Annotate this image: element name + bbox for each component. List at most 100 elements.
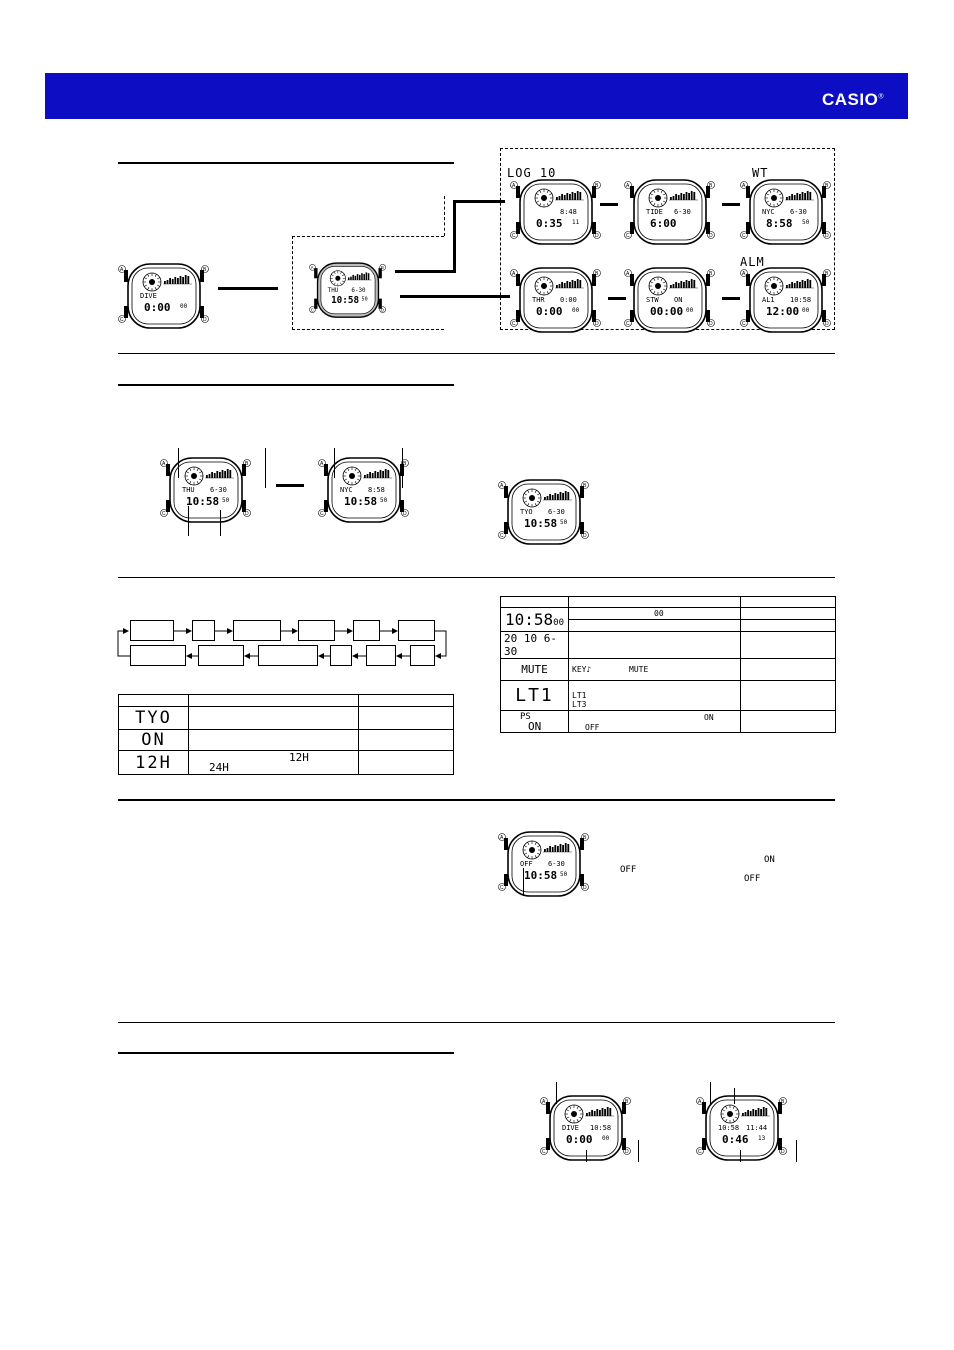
note-lt1: LT1 (572, 690, 587, 700)
leader-line (523, 868, 524, 896)
log-label: LOG 10 (507, 166, 557, 180)
note-seconds: 00 (568, 607, 741, 620)
svg-text:D: D (595, 321, 599, 327)
svg-text:A: A (120, 267, 124, 273)
power-saving-value: ON (528, 719, 542, 733)
svg-text:D: D (583, 885, 587, 891)
connector (453, 200, 505, 203)
svg-text:6-30: 6-30 (790, 208, 807, 216)
power-saving-label: PS (520, 711, 531, 722)
svg-text:A: A (162, 461, 166, 467)
svg-text:B: B (595, 183, 599, 189)
svg-text:A: A (500, 483, 504, 489)
svg-text:B: B (595, 271, 599, 277)
svg-text:C: C (500, 533, 504, 539)
svg-text:AL1: AL1 (762, 296, 775, 304)
section-rule (118, 384, 454, 386)
connector (722, 203, 740, 206)
svg-text:B: B (709, 271, 713, 277)
note-lt3: LT3 (572, 699, 587, 709)
flow-box (366, 645, 396, 666)
header-bar: CASIO® (45, 73, 908, 119)
table-row: MUTE (500, 658, 569, 681)
svg-text:D: D (825, 321, 829, 327)
svg-text:C: C (512, 233, 516, 239)
table-row: LT1 (500, 680, 569, 711)
svg-text:50: 50 (802, 219, 810, 226)
svg-text:A: A (512, 183, 516, 189)
leader-line (220, 510, 221, 536)
svg-text:A: A (542, 1099, 546, 1105)
svg-text:C: C (320, 511, 324, 517)
svg-text:D: D (709, 321, 713, 327)
connector (276, 484, 304, 487)
svg-text:B: B (825, 183, 829, 189)
svg-text:A: A (742, 183, 746, 189)
svg-text:D: D (583, 533, 587, 539)
flow-box (258, 645, 318, 666)
table-row: 12H (118, 750, 189, 775)
svg-text:THU: THU (328, 288, 339, 294)
leader-line (734, 1088, 735, 1104)
svg-text:6-30: 6-30 (548, 860, 565, 868)
svg-text:THU: THU (182, 486, 195, 494)
svg-text:6-30: 6-30 (548, 508, 565, 516)
svg-text:C: C (626, 321, 630, 327)
connector (218, 287, 278, 290)
table-row: ON (118, 729, 189, 751)
svg-text:D: D (625, 1149, 629, 1155)
connector (400, 295, 510, 298)
note-mute: MUTE (629, 665, 649, 674)
svg-text:10:58: 10:58 (331, 295, 359, 306)
connector (395, 270, 455, 273)
svg-text:11: 11 (572, 219, 580, 226)
svg-text:ON: ON (674, 296, 682, 304)
connector (453, 200, 456, 273)
svg-text:8:48: 8:48 (560, 208, 577, 216)
leader-line (556, 1082, 557, 1104)
svg-text:A: A (698, 1099, 702, 1105)
svg-text:C: C (500, 885, 504, 891)
svg-text:10:58: 10:58 (186, 495, 219, 508)
svg-text:50: 50 (380, 497, 388, 504)
svg-text:50: 50 (560, 519, 568, 526)
flow-box (192, 620, 215, 641)
svg-text:A: A (626, 183, 630, 189)
table-row: 10:5800 (500, 607, 569, 632)
section-rule (118, 1052, 454, 1054)
svg-text:TIDE: TIDE (646, 208, 663, 216)
svg-text:50: 50 (560, 871, 568, 878)
note-on: ON (704, 713, 714, 722)
svg-text:8:58: 8:58 (766, 217, 793, 230)
svg-text:6:00: 6:00 (650, 217, 677, 230)
leader-line (178, 448, 179, 478)
svg-text:0:00: 0:00 (536, 305, 563, 318)
svg-text:A: A (626, 271, 630, 277)
svg-text:10:58: 10:58 (524, 869, 557, 882)
svg-text:6-30: 6-30 (674, 208, 691, 216)
svg-text:0:00: 0:00 (144, 301, 171, 314)
flow-box (298, 620, 335, 641)
svg-text:C: C (742, 233, 746, 239)
note-dst-off: OFF (744, 874, 761, 884)
svg-text:D: D (203, 317, 207, 323)
svg-text:B: B (203, 267, 207, 273)
svg-text:THR: THR (532, 296, 545, 304)
leader-line (188, 506, 189, 536)
section-rule (118, 799, 835, 801)
svg-text:00: 00 (572, 307, 580, 314)
svg-text:B: B (381, 265, 384, 270)
leader-line (740, 1150, 741, 1162)
svg-text:50: 50 (362, 296, 368, 302)
svg-text:DIVE: DIVE (562, 1124, 579, 1132)
leader-line (710, 1082, 711, 1104)
svg-text:C: C (512, 321, 516, 327)
flow-box (330, 645, 352, 666)
